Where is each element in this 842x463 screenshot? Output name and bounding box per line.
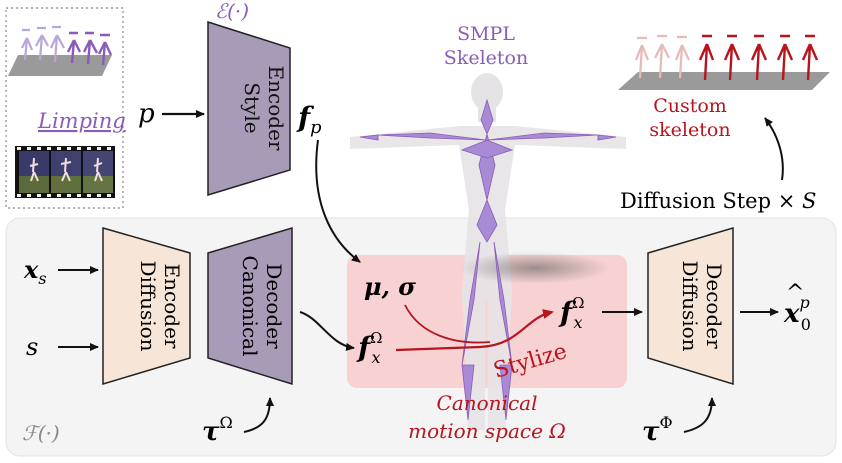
- custom-label-1: Custom: [653, 95, 727, 117]
- diffusion-step-arrow: [764, 117, 784, 181]
- style-encoder-block: [207, 20, 291, 197]
- canonical-space-label-2: motion space Ω: [408, 419, 566, 443]
- tau-omega-arrow: [243, 397, 274, 433]
- style-encoder-label-1: Style: [240, 82, 264, 133]
- canonical-space-label-1: Canonical: [437, 391, 538, 415]
- output-hat: ^: [786, 281, 804, 306]
- style-encoder-label-2: Encoder: [264, 66, 288, 151]
- stylize-arrow: [395, 309, 554, 352]
- input-s: s: [26, 333, 38, 361]
- tau-omega: τΩ: [202, 413, 233, 447]
- fp-to-mu-arrow: [315, 139, 361, 263]
- smpl-label-2: Skeleton: [444, 47, 528, 69]
- mu-sigma-to-stylize-curve: [404, 304, 491, 344]
- diffusion-decoder-label-2: Decoder: [702, 263, 726, 349]
- input-xs: xs: [23, 255, 47, 288]
- canonical-decoder-label-2: Decoder: [262, 263, 286, 349]
- smpl-label-1: SMPL: [457, 23, 515, 45]
- style-encoder-symbol: ℰ(·): [215, 0, 249, 23]
- decoder-to-fx-arrow: [299, 311, 355, 351]
- diffusion-decoder-label-1: Diffusion: [678, 260, 702, 351]
- limping-label: Limping: [37, 109, 126, 133]
- style-symbol-p: p: [138, 99, 155, 129]
- style-input-panel: [5, 7, 124, 209]
- diffusion-encoder-block: [102, 227, 191, 386]
- diffusion-step-label: Diffusion Step × S: [620, 189, 816, 213]
- smpl-skeleton-bones: [359, 98, 617, 421]
- video-filmstrip: [15, 146, 115, 198]
- tau-phi-arrow: [683, 397, 716, 433]
- canonical-space-region: [347, 255, 627, 388]
- tau-phi: τΦ: [642, 413, 673, 447]
- style-feature-fp: fp: [296, 101, 322, 138]
- floor-shadow: [460, 252, 610, 284]
- canonical-decoder-block: [207, 226, 293, 386]
- limping-motion-thumbnail: [8, 25, 113, 76]
- network-symbol: ℱ(·): [22, 421, 60, 445]
- diffusion-decoder-block: [647, 226, 734, 386]
- custom-label-2: skeleton: [649, 119, 730, 141]
- diffusion-encoder-label-1: Diffusion: [136, 260, 160, 351]
- canonical-decoder-label-1: Canonical: [238, 256, 262, 357]
- diffusion-encoder-label-2: Encoder: [160, 264, 184, 349]
- custom-skeleton-thumbnail: [618, 34, 830, 90]
- mu-sigma: μ, σ: [364, 272, 416, 301]
